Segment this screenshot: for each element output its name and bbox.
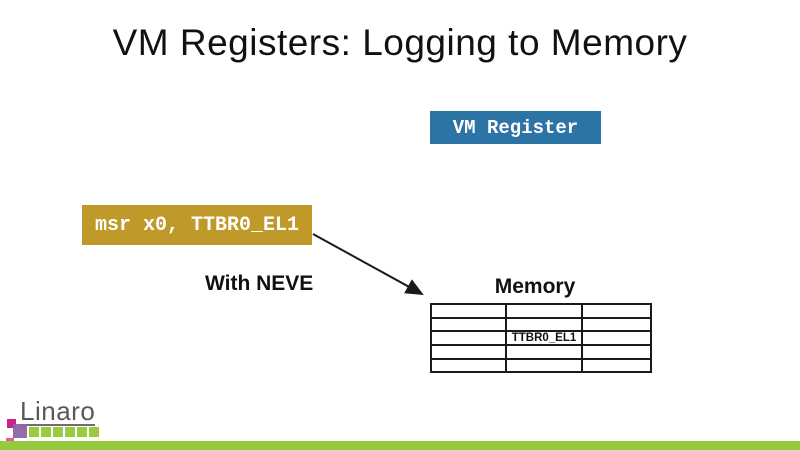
logo-purple-square-icon: [13, 424, 27, 438]
slide-title: VM Registers: Logging to Memory: [112, 22, 688, 63]
memory-table-cell: [430, 316, 507, 332]
memory-table-cell: [505, 303, 583, 319]
memory-table-row: [430, 316, 652, 332]
memory-table-row: [430, 303, 652, 319]
memory-table: TTBR0_EL1: [430, 303, 652, 373]
memory-table-cell: [581, 330, 652, 346]
footer-accent-bar: [0, 441, 800, 450]
memory-label: Memory: [494, 275, 576, 298]
memory-table-cell: [430, 330, 507, 346]
linaro-logo: Linaro: [0, 395, 120, 450]
memory-table-cell: [430, 303, 507, 319]
memory-table-cell: [505, 344, 583, 360]
msr-instruction-box: msr x0, TTBR0_EL1: [82, 205, 312, 245]
logo-green-squares-icon: [29, 427, 99, 437]
memory-table-row: [430, 344, 652, 360]
memory-table-cell: [505, 316, 583, 332]
memory-table-cell: [581, 303, 652, 319]
memory-table-cell: TTBR0_EL1: [505, 330, 583, 346]
memory-table-row: [430, 357, 652, 373]
with-neve-label: With NEVE: [205, 272, 314, 295]
memory-table-cell: [430, 357, 507, 373]
logo-magenta-square-icon: [7, 419, 16, 428]
memory-table-cell: [430, 344, 507, 360]
memory-table-row: TTBR0_EL1: [430, 330, 652, 346]
memory-table-cell: [505, 357, 583, 373]
vm-register-box: VM Register: [430, 111, 601, 144]
memory-table-cell: [581, 344, 652, 360]
memory-table-cell: [581, 357, 652, 373]
linaro-logo-text: Linaro: [20, 396, 96, 426]
memory-table-cell: [581, 316, 652, 332]
